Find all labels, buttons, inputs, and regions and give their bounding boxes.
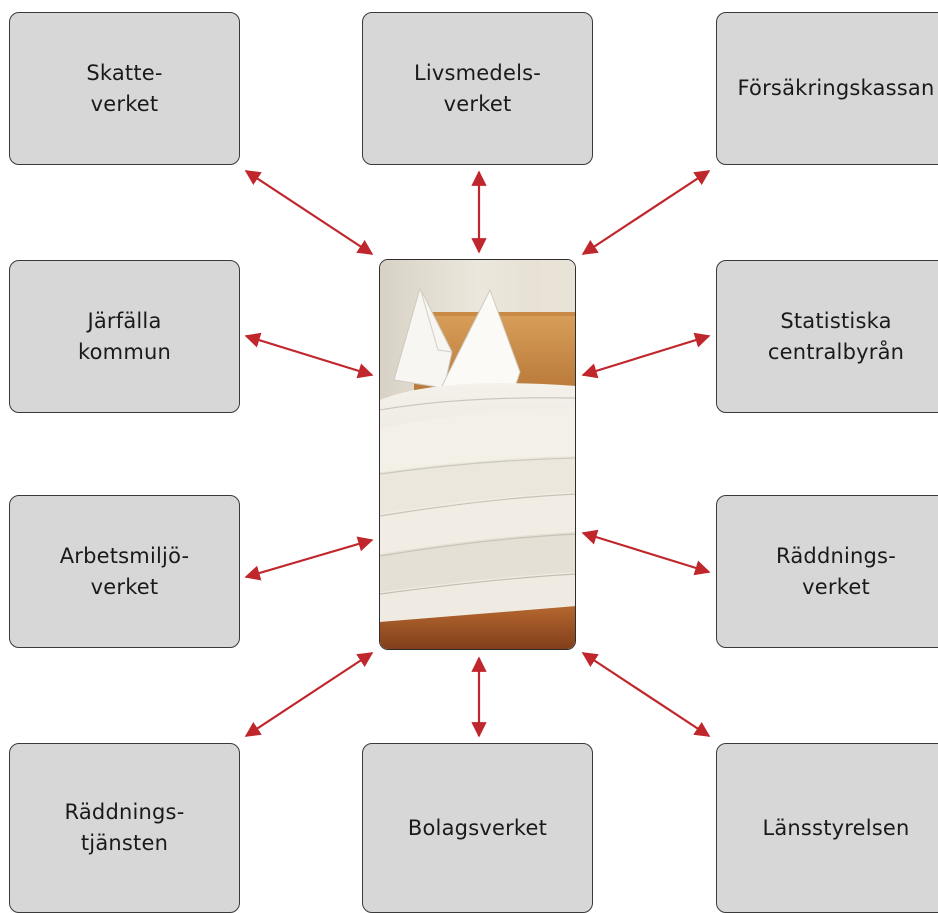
- node-raddningsverket: Räddnings- verket: [716, 495, 938, 648]
- node-jarfalla-kommun: Järfälla kommun: [9, 260, 240, 413]
- arrow-raddningstjansten: [244, 652, 374, 737]
- node-statistiska-centralbyran: Statistiska centralbyrån: [716, 260, 938, 413]
- node-label: Räddnings- verket: [776, 543, 896, 599]
- node-label: Skatte- verket: [86, 60, 163, 116]
- arrow-jarfalla-kommun: [244, 332, 374, 379]
- arrow-raddningsverket: [581, 529, 711, 576]
- node-raddningstjansten: Räddnings- tjänsten: [9, 743, 240, 913]
- node-bolagsverket: Bolagsverket: [362, 743, 593, 913]
- node-lansstyrelsen: Länsstyrelsen: [716, 743, 938, 913]
- node-label: Arbetsmiljö- verket: [59, 543, 190, 599]
- node-label: Länsstyrelsen: [762, 815, 910, 840]
- bed-illustration: [380, 260, 575, 649]
- node-label: Livsmedels- verket: [413, 60, 542, 116]
- arrow-skatteverket: [244, 170, 374, 255]
- arrow-forsakringskassan: [581, 170, 711, 255]
- arrow-lansstyrelsen: [581, 652, 711, 737]
- node-label: Räddnings- tjänsten: [64, 800, 185, 855]
- node-livsmedelsverket: Livsmedels- verket: [362, 12, 593, 165]
- node-skatteverket: Skatte- verket: [9, 12, 240, 165]
- node-forsakringskassan: Försäkringskassan: [716, 12, 938, 165]
- bed-photo: [379, 259, 576, 650]
- node-label: Försäkringskassan: [737, 76, 935, 100]
- node-label: Statistiska centralbyrån: [767, 308, 905, 364]
- arrow-arbetsmiljoverket: [244, 536, 374, 581]
- arrow-statistiska-centralbyran: [581, 332, 711, 379]
- node-label: Bolagsverket: [407, 815, 548, 840]
- node-label: Järfälla kommun: [78, 308, 171, 364]
- node-arbetsmiljoverket: Arbetsmiljö- verket: [9, 495, 240, 648]
